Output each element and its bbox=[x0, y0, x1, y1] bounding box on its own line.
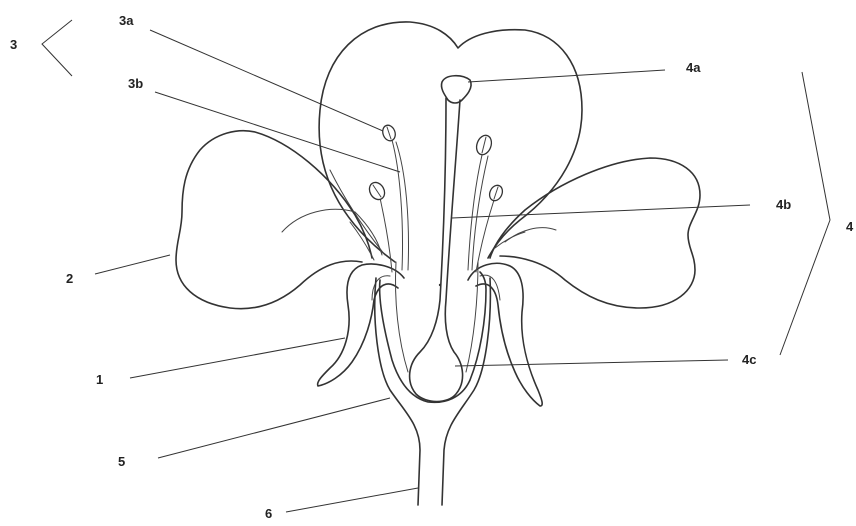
receptacle-inner-left bbox=[396, 262, 409, 372]
leader-1 bbox=[130, 338, 345, 378]
anther-4 bbox=[487, 183, 505, 203]
receptacle-inner-right bbox=[466, 262, 478, 372]
label-2: 2 bbox=[66, 271, 73, 286]
leader-2 bbox=[95, 255, 170, 274]
label-4: 4 bbox=[846, 219, 854, 234]
leader-6 bbox=[286, 488, 418, 512]
leader-4c bbox=[455, 360, 728, 366]
pistil-dot bbox=[439, 284, 441, 286]
label-4b: 4b bbox=[776, 197, 791, 212]
stamen-filament-4 bbox=[476, 200, 494, 272]
leader-5 bbox=[158, 398, 390, 458]
label-1: 1 bbox=[96, 372, 103, 387]
petal-left bbox=[176, 131, 372, 309]
bracket-4 bbox=[780, 72, 830, 355]
stalk-right bbox=[442, 278, 490, 505]
stamen-filament-2 bbox=[380, 198, 392, 272]
label-3b: 3b bbox=[128, 76, 143, 91]
label-4c: 4c bbox=[742, 352, 756, 367]
petal-right-fold bbox=[505, 228, 556, 242]
anther-1 bbox=[381, 123, 398, 142]
pistil-style bbox=[410, 98, 463, 402]
bracket-3 bbox=[42, 20, 72, 76]
label-5: 5 bbox=[118, 454, 125, 469]
sepal-left bbox=[318, 264, 404, 386]
leader-3b bbox=[155, 92, 400, 172]
leader-4b bbox=[452, 205, 750, 218]
label-3: 3 bbox=[10, 37, 17, 52]
label-6: 6 bbox=[265, 506, 272, 521]
anther-3 bbox=[474, 133, 494, 157]
petal-left-fold bbox=[282, 209, 382, 255]
anther-2 bbox=[366, 180, 387, 203]
label-4a: 4a bbox=[686, 60, 701, 75]
sepal-right bbox=[468, 263, 542, 406]
leader-4a bbox=[468, 70, 665, 82]
label-3a: 3a bbox=[119, 13, 134, 28]
